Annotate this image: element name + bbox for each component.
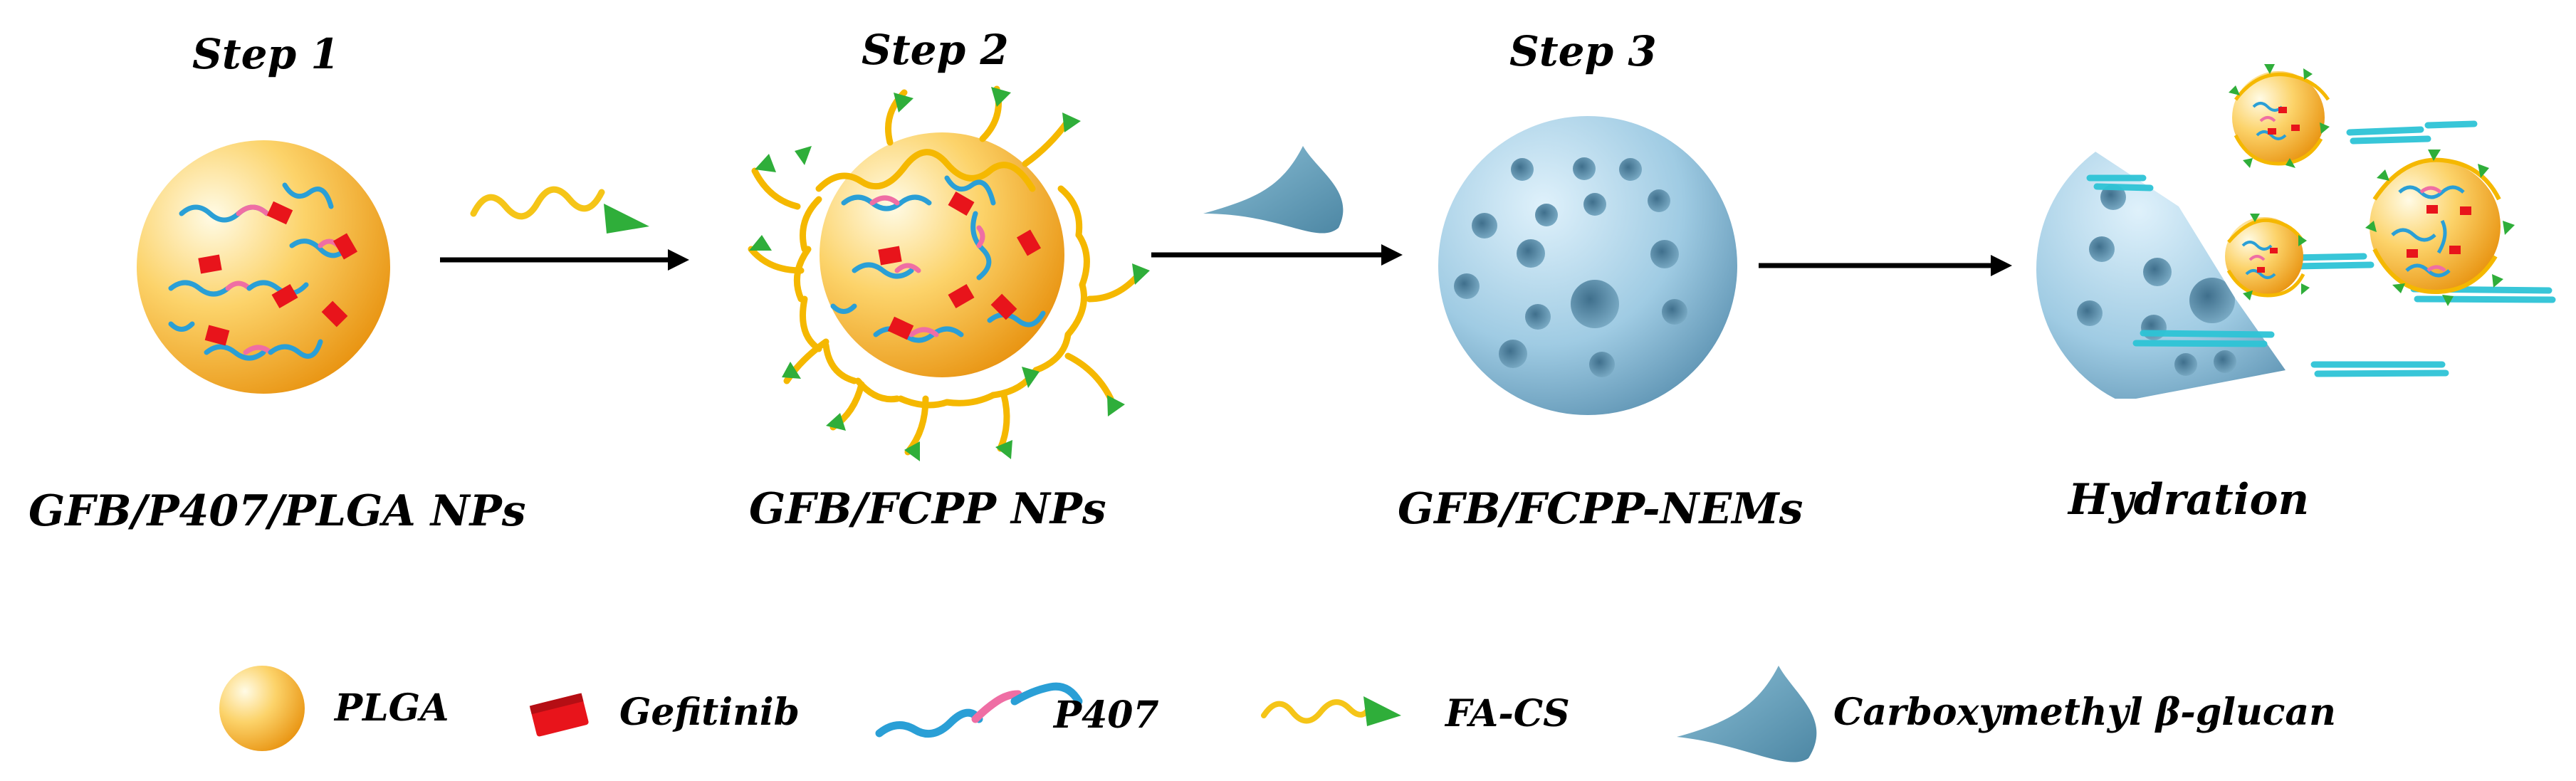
fa-cs-reagent-icon bbox=[470, 186, 649, 234]
nem-microsphere-stage3 bbox=[1438, 116, 1737, 415]
stage-label-hydration: Hydration bbox=[2067, 475, 2309, 525]
stage-label-gfb-fcpp-nems: GFB/FCPP-NEMs bbox=[1398, 484, 1803, 534]
legend-gefitinib-label: Gefitinib bbox=[619, 691, 800, 734]
legend-carboxymethyl-glucan-label: Carboxymethyl β-glucan bbox=[1833, 691, 2336, 734]
fcpp-nanoparticle-stage2 bbox=[748, 85, 1150, 461]
stage-label-gfb-p407-plga: GFB/P407/PLGA NPs bbox=[28, 486, 525, 536]
legend-plga-icon bbox=[219, 666, 305, 751]
released-nanoparticle-1 bbox=[2229, 64, 2330, 168]
legend-gefitinib-icon bbox=[529, 693, 589, 737]
legend-carboxymethyl-glucan-icon bbox=[1677, 666, 1817, 762]
step-3-label: Step 3 bbox=[1509, 27, 1657, 75]
plga-nanoparticle-stage1 bbox=[137, 140, 390, 394]
legend: PLGA Gefitinib P407 FA-CS Carboxymethyl … bbox=[219, 666, 2336, 762]
arrow-step-2 bbox=[1151, 244, 1403, 266]
legend-fa-cs-label: FA-CS bbox=[1444, 692, 1570, 735]
stage-label-gfb-fcpp-nps: GFB/FCPP NPs bbox=[749, 484, 1106, 534]
released-glucan-fibers bbox=[2086, 120, 2556, 377]
step-2-label: Step 2 bbox=[862, 26, 1009, 74]
legend-fa-cs-icon bbox=[1261, 696, 1401, 726]
legend-p407-icon bbox=[875, 682, 1083, 738]
step-1-label: Step 1 bbox=[192, 30, 340, 78]
released-nanoparticle-3 bbox=[2365, 150, 2515, 306]
arrow-step-3 bbox=[1759, 255, 2012, 276]
carboxymethyl-glucan-reagent-icon bbox=[1203, 146, 1344, 234]
legend-p407-label: P407 bbox=[1052, 693, 1159, 737]
arrow-step-1 bbox=[440, 249, 689, 271]
legend-plga-label: PLGA bbox=[333, 686, 449, 730]
released-nanoparticle-2 bbox=[2225, 214, 2310, 300]
